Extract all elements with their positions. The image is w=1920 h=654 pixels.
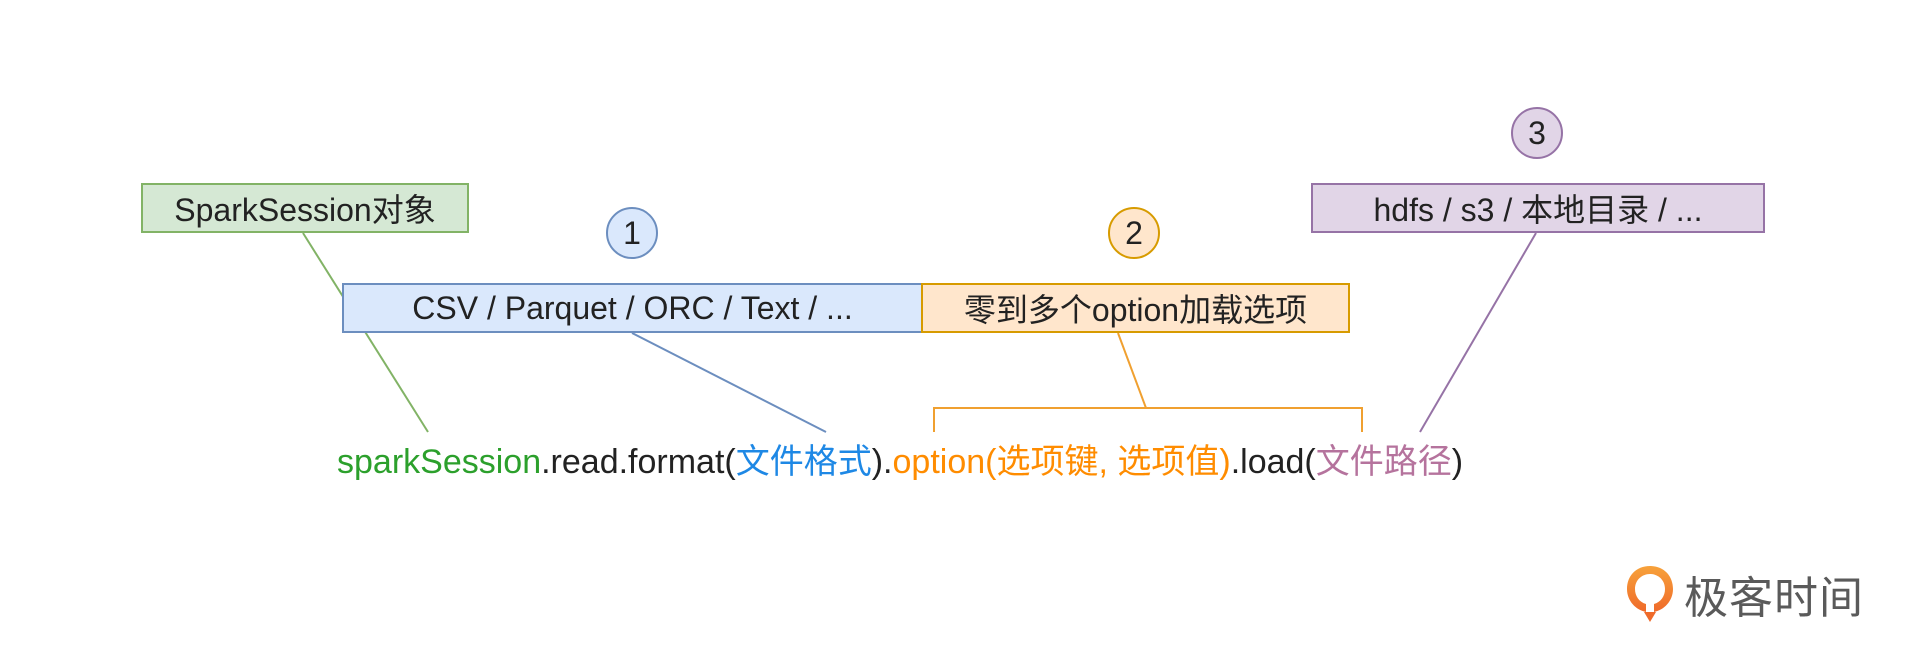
file-formats-box: CSV / Parquet / ORC / Text / ...	[342, 283, 923, 333]
file-formats-label: CSV / Parquet / ORC / Text / ...	[412, 289, 853, 326]
code-option-call: option(选项键, 选项值)	[892, 443, 1231, 481]
geektime-logo: 极客时间	[1624, 562, 1864, 626]
sparksession-object-label: SparkSession对象	[174, 192, 436, 228]
code-close: )	[1451, 443, 1464, 481]
code-close-dot: ).	[871, 443, 893, 481]
file-paths-box: hdfs / s3 / 本地目录 / ...	[1311, 183, 1765, 233]
step-3-badge: 3	[1511, 107, 1563, 159]
option-connector	[1117, 332, 1147, 409]
code-file-path: 文件路径	[1315, 443, 1452, 481]
code-expression: sparkSession.read.format(文件格式).option(选项…	[337, 438, 1463, 486]
step-1-badge: 1	[606, 207, 658, 259]
load-options-box: 零到多个option加载选项	[921, 283, 1350, 333]
code-load: .load(	[1230, 443, 1316, 481]
load-options-label: 零到多个option加载选项	[963, 292, 1308, 328]
step-2-number: 2	[1125, 214, 1143, 251]
code-file-format: 文件格式	[735, 443, 872, 481]
option-bracket	[933, 407, 1363, 432]
geektime-logo-icon	[1627, 566, 1673, 622]
geektime-logo-text: 极客时间	[1684, 574, 1864, 623]
step-3-number: 3	[1528, 114, 1546, 151]
format-connector	[631, 332, 827, 433]
step-1-number: 1	[623, 214, 641, 251]
file-paths-label: hdfs / s3 / 本地目录 / ...	[1373, 192, 1703, 228]
sparksession-object-box: SparkSession对象	[141, 183, 469, 233]
step-2-badge: 2	[1108, 207, 1160, 259]
code-read-format: .read.format(	[541, 443, 736, 481]
code-session: sparkSession	[337, 443, 542, 481]
path-connector	[1419, 232, 1537, 433]
